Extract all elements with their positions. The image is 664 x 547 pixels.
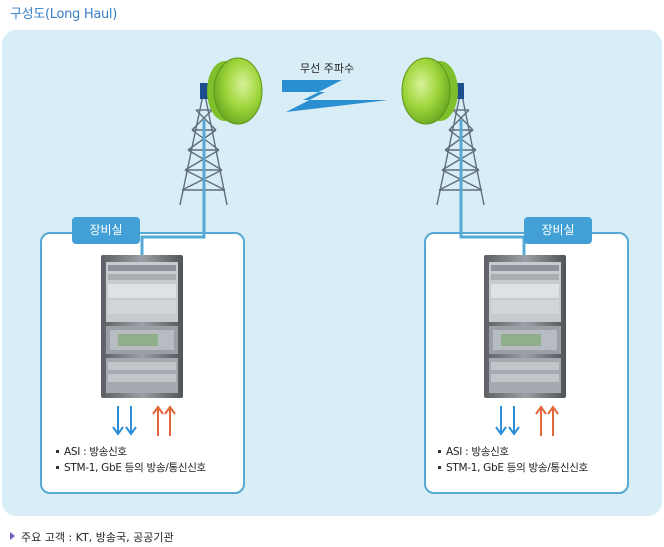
- list-item: ASI : 방송신호: [438, 444, 588, 460]
- signal-arrows-left: [112, 405, 176, 436]
- wireless-frequency-label: 무선 주파수: [300, 62, 355, 75]
- equipment-rack-left: [101, 255, 183, 398]
- cable-left: [140, 120, 206, 258]
- list-item: ASI : 방송신호: [56, 444, 206, 460]
- cable-right: [459, 120, 526, 258]
- dish-antenna-left: [200, 57, 263, 125]
- signal-list-right: ASI : 방송신호 STM-1, GbE 등의 방송/통신신호: [438, 444, 588, 476]
- wireless-bolt-icon: [282, 80, 388, 112]
- key-customers-text: 주요 고객 : KT, 방송국, 공공기관: [21, 531, 174, 544]
- room-tag-right: 장비실: [524, 217, 592, 244]
- key-customers-note: 주요 고객 : KT, 방송국, 공공기관: [10, 529, 174, 545]
- signal-arrows-right: [495, 405, 559, 436]
- equipment-rack-right: [484, 255, 566, 398]
- room-tag-left: 장비실: [72, 217, 140, 244]
- diagram-title: 구성도(Long Haul): [10, 7, 118, 22]
- list-item: STM-1, GbE 등의 방송/통신신호: [438, 460, 588, 476]
- signal-list-left: ASI : 방송신호 STM-1, GbE 등의 방송/통신신호: [56, 444, 206, 476]
- list-item: STM-1, GbE 등의 방송/통신신호: [56, 460, 206, 476]
- dish-antenna-right: [401, 57, 464, 125]
- triangle-bullet-icon: [10, 532, 15, 540]
